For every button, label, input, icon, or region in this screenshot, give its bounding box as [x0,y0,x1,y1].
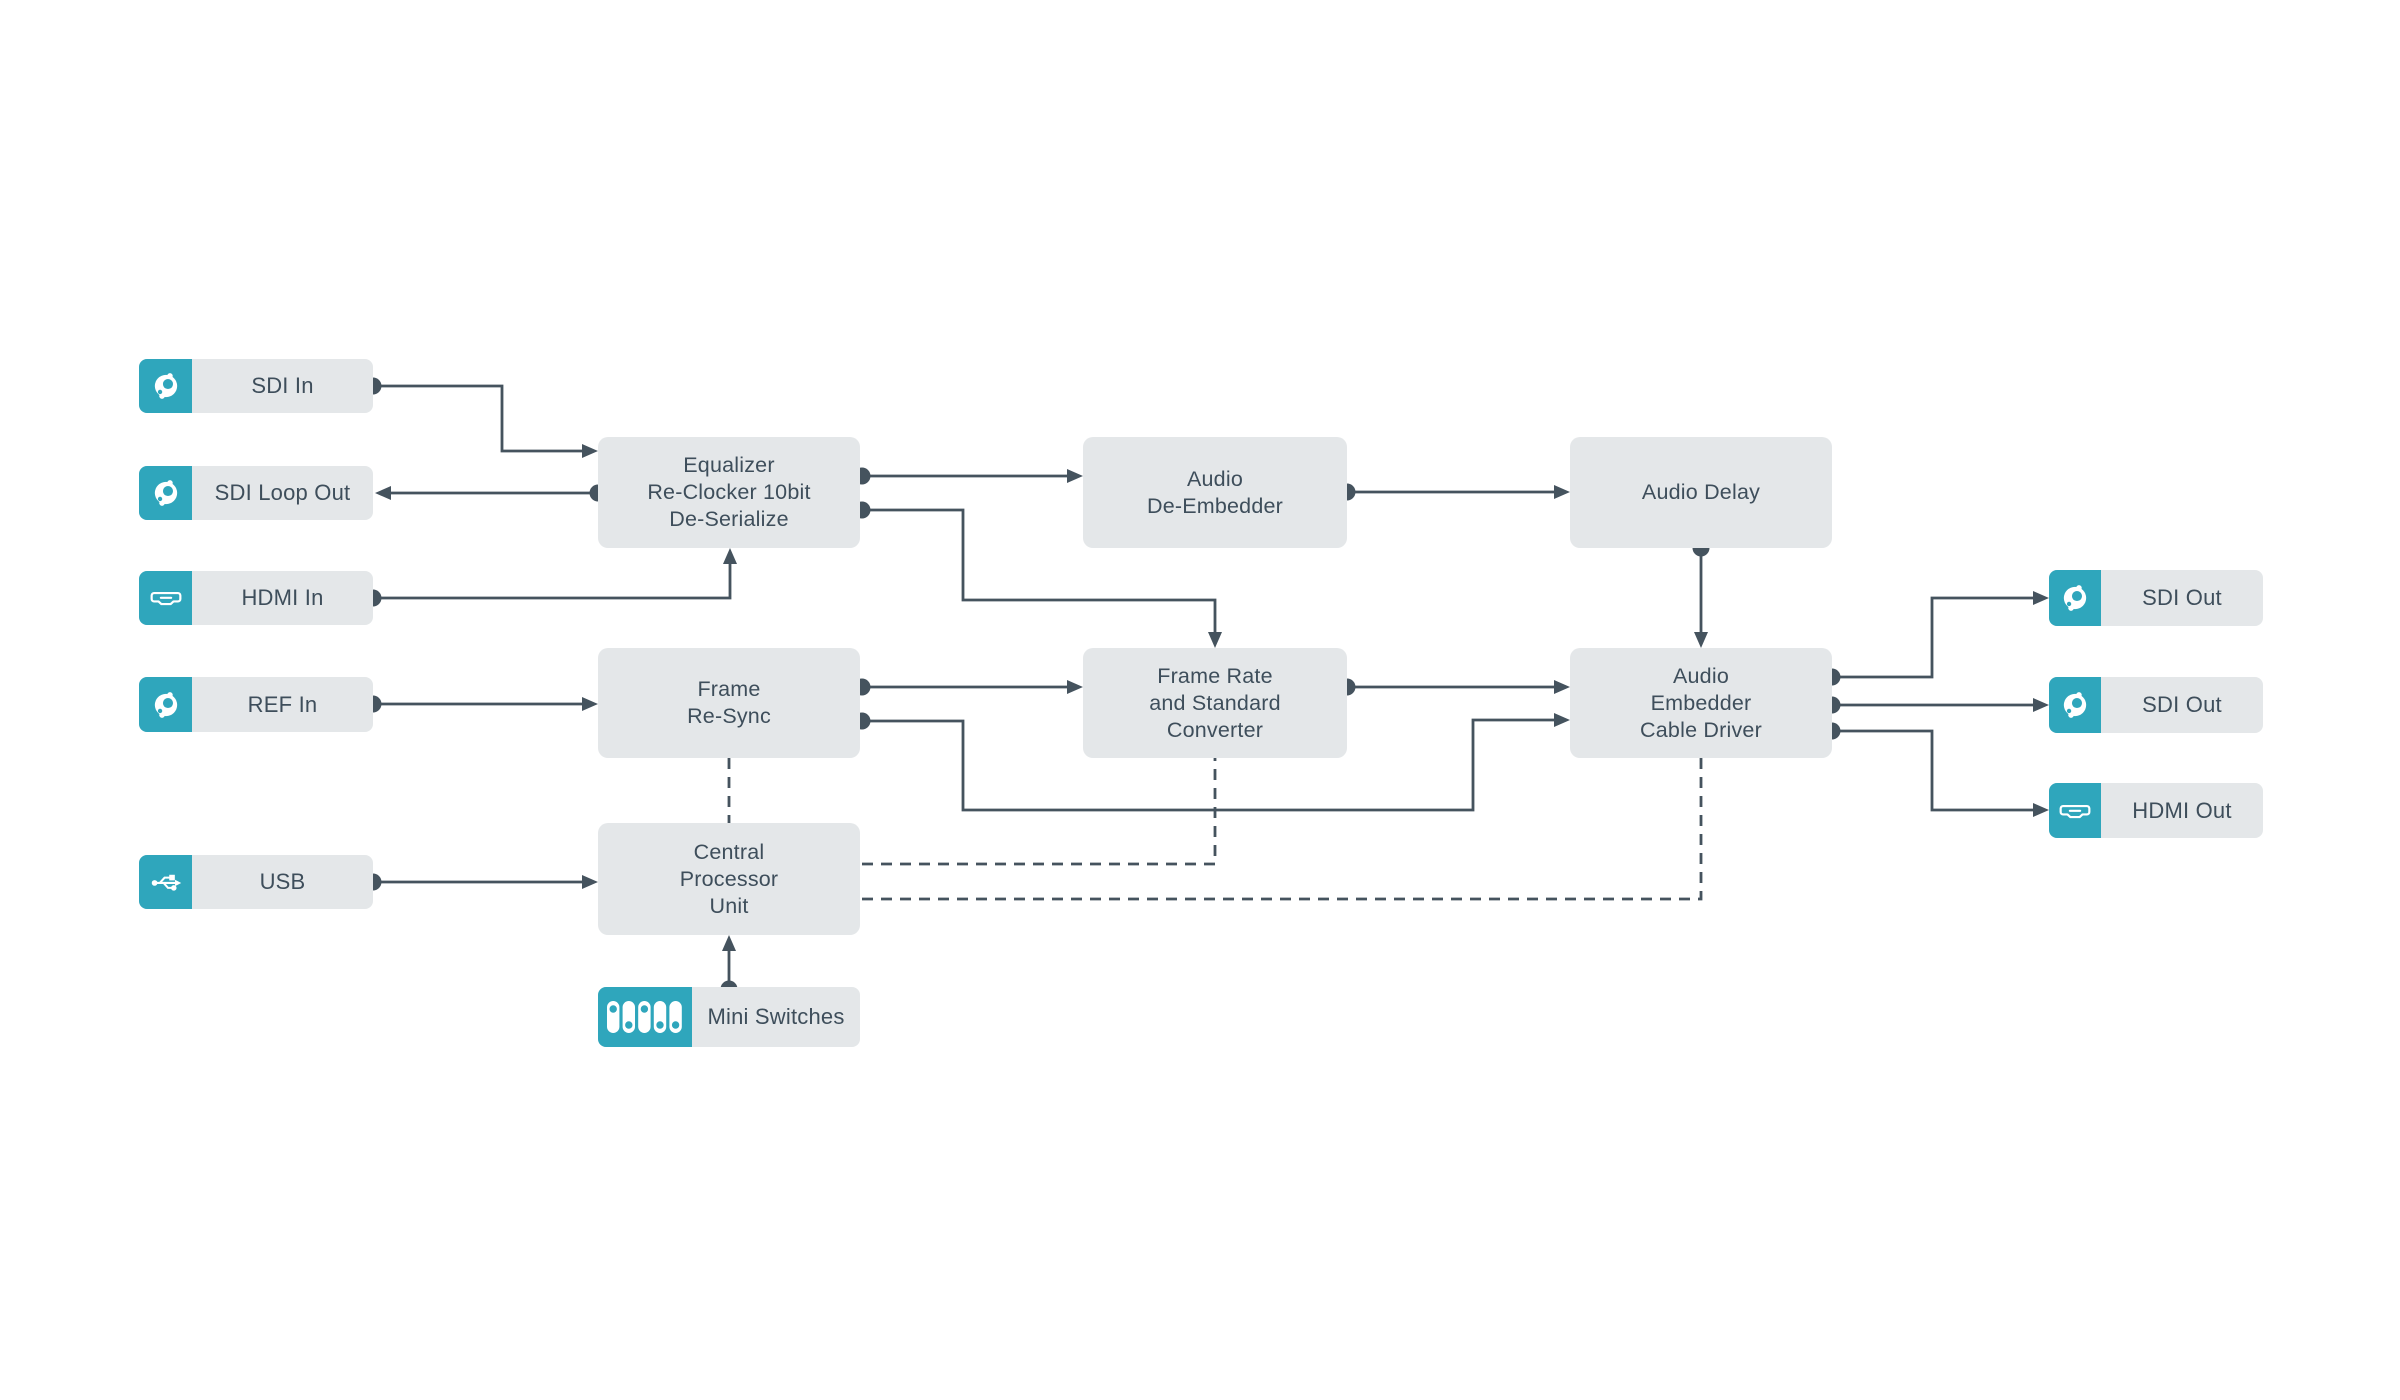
frame-re-sync-to-audio-embedder-arrowhead [1554,713,1570,727]
audio-embedder-to-sdi-out-1-line [1832,596,2035,679]
mini-switches-to-cpu-arrowhead [722,935,736,951]
process-label-line: Audio Delay [1641,480,1761,504]
sdi-in-to-equalizer-arrowhead [582,444,598,458]
ref-in-to-frame-re-sync-arrowhead [582,697,598,711]
bnc-connector-icon [139,466,192,520]
hdmi-connector-icon [139,571,192,625]
io-node-sdi-out-1: SDI Out [2049,570,2263,626]
io-node-mini-switches: Mini Switches [598,987,860,1047]
frame-re-sync-to-audio-embedder-line [862,718,1556,812]
bnc-connector-icon [139,677,192,732]
process-label-line: Re-Sync [687,704,771,728]
audio-delay-to-audio-embedder-arrowhead [1694,632,1708,648]
process-node-audio-delay: Audio Delay [1570,437,1832,548]
io-node-label: SDI Out [2142,692,2222,717]
io-node-sdi-in: SDI In [139,359,373,413]
audio-embedder-to-hdmi-out-line [1832,729,2035,812]
process-label-line: Central [693,839,765,864]
bnc-connector-icon [2049,677,2101,733]
process-label-line: Frame Rate [1157,663,1273,688]
cpu-to-audio-embedder-control-dashed-line [862,758,1703,901]
cpu-to-frame-rate-converter-control-dashed-line [862,758,1217,866]
process-label-line: Embedder [1650,690,1752,715]
usb-icon [139,855,192,909]
io-node-sdi-out-2: SDI Out [2049,677,2263,733]
io-node-label: HDMI Out [2132,797,2232,823]
io-node-label: SDI In [251,373,314,398]
io-node-label: HDMI In [241,585,324,610]
process-label-line: Frame [697,677,761,701]
process-label-line: and Standard [1149,690,1281,715]
io-node-sdi-loop-out: SDI Loop Out [139,466,373,520]
hdmi-in-to-equalizer-arrowhead [723,548,737,564]
process-label-line: Converter [1166,717,1264,742]
frame-re-sync-to-frame-rate-converter-arrowhead [1067,680,1083,694]
equalizer-to-sdi-loop-out-arrowhead [375,486,391,500]
process-label-line: Equalizer [683,453,775,477]
io-node-usb: USB [139,855,373,909]
io-node-ref-in: REF In [139,677,373,732]
hdmi-in-to-equalizer-line [373,562,732,600]
process-node-label: Audio Delay [1642,479,1760,506]
io-node-label: SDI Loop Out [214,480,351,505]
audio-embedder-to-sdi-out-2-arrowhead [2033,698,2049,712]
io-node-hdmi-in: HDMI In [139,571,373,625]
io-node-label: USB [259,869,306,894]
process-label-line: Unit [709,893,749,918]
hdmi-connector-icon [2049,783,2101,838]
equalizer-to-frame-rate-converter-line [862,508,1217,634]
io-node-label: Mini Switches [707,1004,845,1029]
process-label-line: Audio [1672,663,1729,688]
process-label-line: Re-Clocker 10bit [647,480,811,504]
io-node-label: REF In [247,691,318,717]
process-label-line: Cable Driver [1640,717,1762,742]
bnc-connector-icon [2049,570,2101,626]
equalizer-to-audio-de-embedder-arrowhead [1067,469,1083,483]
process-label-line: Processor [679,866,779,891]
audio-de-embedder-to-audio-delay-arrowhead [1554,485,1570,499]
io-node-label: SDI Out [2142,585,2222,610]
usb-to-cpu-arrowhead [582,875,598,889]
bnc-connector-icon [139,359,192,413]
frame-rate-converter-to-audio-embedder-arrowhead [1554,680,1570,694]
dip-switches-icon [598,987,692,1047]
audio-embedder-to-hdmi-out-arrowhead [2033,803,2049,817]
io-node-hdmi-out: HDMI Out [2049,783,2263,838]
equalizer-to-frame-rate-converter-arrowhead [1208,632,1222,648]
sdi-in-to-equalizer-line [373,384,584,453]
process-label-line: Audio [1186,466,1243,491]
audio-embedder-to-sdi-out-1-arrowhead [2033,591,2049,605]
process-label-line: De-Serialize [669,507,789,531]
process-label-line: De-Embedder [1146,493,1284,518]
